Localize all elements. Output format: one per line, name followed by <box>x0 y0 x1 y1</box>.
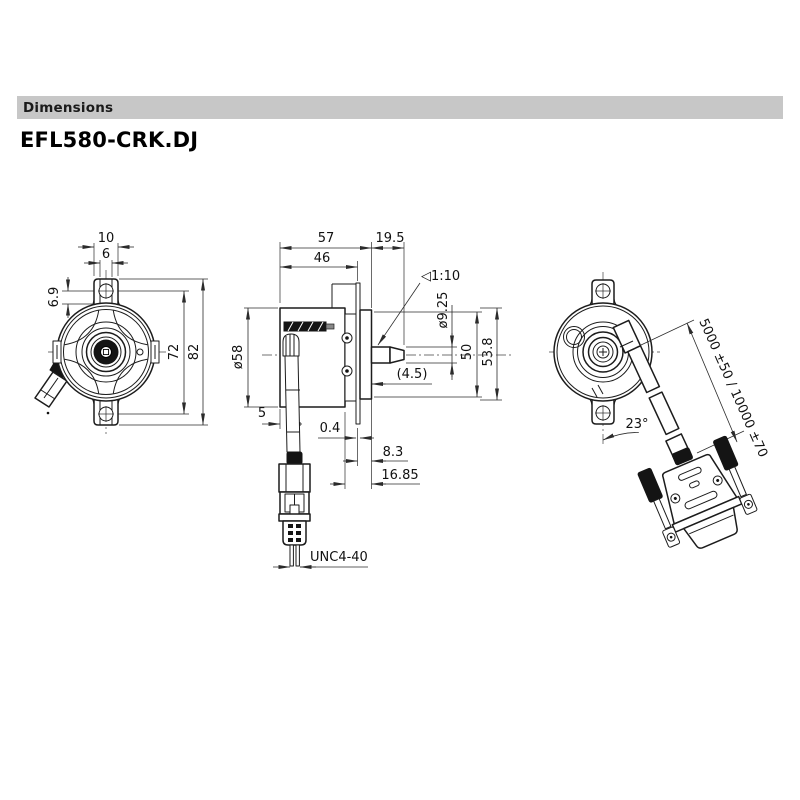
dim-cable-offset-label: 5 <box>258 406 266 421</box>
rear-mounting-tab-top <box>584 279 622 310</box>
dim-ref-label: (4.5) <box>397 367 428 382</box>
dim-depth-label: 57 <box>318 231 335 246</box>
dim-body-dia-label: ø58 <box>231 345 246 370</box>
dim-shaft-length-label: 19.5 <box>376 231 405 246</box>
rear-dsub-connector <box>637 435 758 549</box>
dim-thread-label: UNC4-40 <box>310 550 368 565</box>
side-connector <box>278 451 311 567</box>
side-cable-gland <box>282 333 301 453</box>
rear-shaft-hub <box>572 321 634 383</box>
page-title: EFL580-CRK.DJ <box>20 128 199 152</box>
dim-1685-label: 16.85 <box>381 468 418 483</box>
side-stud-left <box>289 544 294 567</box>
rear-view-drawing: 23° 5000 ±50 / 10000 ±70 <box>549 272 770 549</box>
front-small-hole <box>136 348 144 356</box>
dim-flange-height-label: 50 <box>460 344 475 361</box>
rear-cable-length-dim: 5000 ±50 / 10000 ±70 <box>640 317 770 460</box>
rear-thumbscrew-left <box>637 467 663 503</box>
dim-cable-angle-label: 23° <box>625 417 648 432</box>
dim-hole-offset-label: 6.9 <box>47 287 62 308</box>
front-shaft-hub <box>75 321 137 383</box>
side-view-drawing: 57 46 19.5 ◁1:10 ø58 ø9.25 50 53.8 (4.5)… <box>231 231 512 569</box>
front-dimension-lines <box>66 245 205 426</box>
side-shaft <box>370 346 405 364</box>
section-header-label: Dimensions <box>23 99 114 116</box>
rear-hash-marks <box>591 384 604 398</box>
dim-overall-height-label: 82 <box>187 344 202 361</box>
dim-83-label: 8.3 <box>383 445 404 460</box>
dim-gap-label: 0.4 <box>320 421 341 436</box>
rear-angle-dim: 23° <box>602 417 649 441</box>
side-stud-right <box>295 544 300 567</box>
rear-mounting-tab-bottom <box>584 394 622 425</box>
dim-slot-width-label: 6 <box>102 247 110 262</box>
dim-body-length-label: 46 <box>314 251 331 266</box>
dim-tab-width-label: 10 <box>98 231 115 246</box>
dim-cable-length-label: 5000 ±50 / 10000 ±70 <box>695 317 770 460</box>
front-spring-plate <box>63 309 149 395</box>
side-label-band <box>283 321 335 332</box>
section-header-bar: Dimensions <box>17 96 783 119</box>
dim-total-height-label: 53.8 <box>481 338 496 367</box>
front-view-drawing: 10 6 6.9 72 82 <box>34 231 208 434</box>
dim-hole-spacing-label: 72 <box>167 344 182 361</box>
side-dimension-lines <box>246 246 499 569</box>
dim-taper-label: ◁1:10 <box>421 269 460 284</box>
dim-shaft-dia-label: ø9.25 <box>436 292 451 329</box>
